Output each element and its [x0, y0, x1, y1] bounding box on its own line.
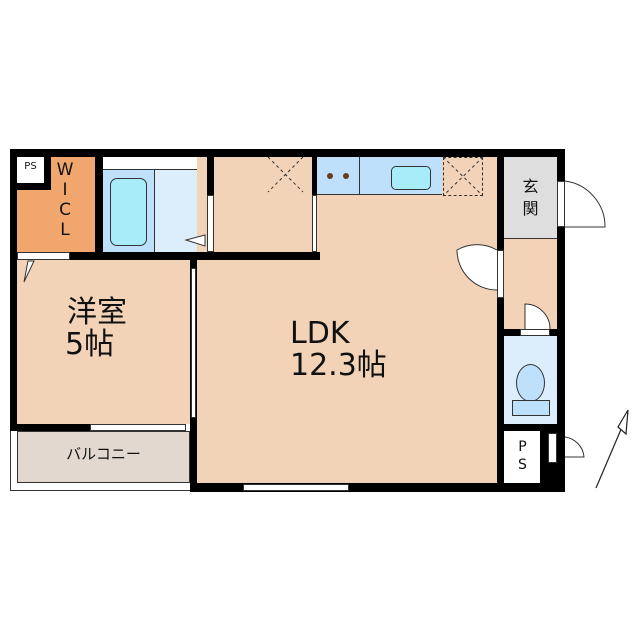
fridge-space [443, 157, 483, 196]
wall-bath-wash [207, 157, 214, 195]
wall-toilet-bottom [497, 424, 565, 431]
balcony-label: バルコニー [66, 445, 141, 463]
wall-left [10, 149, 17, 431]
balcony-floor [17, 431, 190, 483]
ps-door-opening [548, 433, 557, 463]
wall-ldk-right [497, 149, 504, 492]
kitchen-wall-opening [312, 195, 317, 252]
kitchen-stove [317, 157, 360, 195]
ps-bottom-right [505, 430, 540, 483]
entrance-label: 玄 関 [522, 177, 539, 218]
wic-label: W I C L [56, 160, 74, 240]
wash-door-opening [207, 195, 214, 252]
western-room-name: 洋室 [67, 295, 127, 330]
ldk-name: LDK [290, 316, 350, 351]
wall-top [10, 149, 565, 157]
toilet-tank [512, 400, 550, 416]
ldk-size: 12.3帖 [290, 347, 387, 383]
entrance-floor [504, 157, 557, 238]
entrance-door-opening [557, 181, 565, 227]
bathroom-top-strip [103, 157, 207, 170]
wic-door-opening [17, 252, 70, 260]
stove-burner-icon [343, 173, 349, 179]
wall-right [557, 149, 565, 492]
wall-wic-right [95, 149, 103, 260]
ps-top-left-label: PS [24, 161, 37, 172]
ldk-label: LDK 12.3帖 [280, 318, 410, 381]
stove-burner-icon [327, 173, 333, 179]
kitchen-sink [391, 166, 431, 190]
ps-top-left [17, 157, 51, 190]
western-room-size: 5帖 [65, 326, 115, 362]
western-room-floor [17, 260, 190, 424]
wall-room-balcony [10, 424, 90, 431]
bathtub [110, 178, 147, 246]
sliding-door-room-ldk [191, 268, 196, 418]
wall-bottom [190, 483, 565, 492]
ldk-floor [197, 157, 497, 483]
ps-bottom-right-label: P S [518, 439, 527, 473]
window-room-balcony [90, 424, 186, 431]
door-ldk-hall-opening [497, 250, 504, 298]
western-room-label: 洋室 5帖 [55, 297, 165, 360]
toilet-door-opening [520, 329, 550, 336]
window-ldk-bottom [243, 484, 349, 491]
